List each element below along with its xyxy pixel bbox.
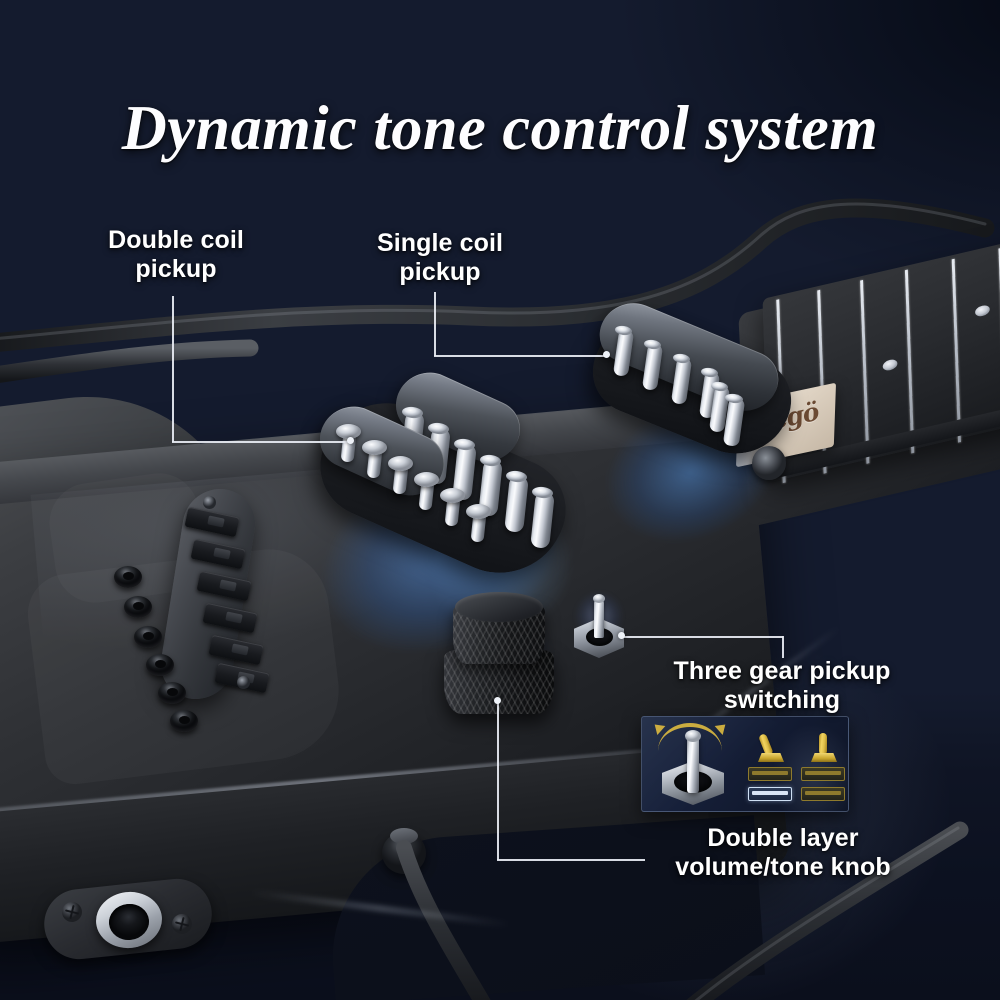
diagram-toggle-tip [685,730,701,742]
bridge-screw [203,496,216,509]
endpin-jack-cap [390,828,418,844]
position-2-neck-pickup-bar [801,767,845,781]
fretboard-inlay-dot [882,358,898,372]
leader-double-coil-vertical [172,296,174,442]
diagram-rotation-arrow-icon [658,723,722,751]
position-1-switch-icon [754,733,786,762]
pickup-selector-switch[interactable] [594,598,604,638]
page-title: Dynamic tone control system [121,93,879,163]
fret [951,258,962,443]
position-2-bridge-pickup-bar [801,787,845,801]
leader-knob-horizontal [497,859,645,861]
fret [904,269,915,454]
position-1-neck-pickup-bar [748,767,792,781]
diagram-toggle-lever [687,735,699,793]
cable-lower [0,821,1000,1000]
leader-endpoint-three-gear [618,632,625,639]
leader-endpoint-double-coil [347,437,354,444]
switch-position-1 [746,733,794,805]
leader-three-gear-horizontal [621,636,783,638]
leader-endpoint-single-coil [603,351,610,358]
guitar-string-cable-upper [0,180,1000,400]
switch-position-2 [799,733,847,805]
leader-endpoint-knob [494,697,501,704]
leader-double-coil-horizontal [172,441,350,443]
leader-three-gear-vertical [782,636,784,658]
bridge-screw [237,676,250,689]
callout-label-double-layer-knob: Double layer volume/tone knob [675,824,891,881]
callout-label-double-coil: Double coil pickup [108,226,244,283]
callout-label-single-coil: Single coil pickup [376,229,504,286]
position-2-switch-icon [807,733,839,762]
three-gear-switching-diagram-panel [641,716,849,812]
leader-knob-vertical [497,700,499,860]
fretboard-inlay-dot [974,304,990,318]
fret [860,279,870,464]
leader-single-coil-vertical [434,292,436,356]
pickup-selector-tip[interactable] [593,594,605,603]
callout-label-three-gear-switching: Three gear pickup switching [673,657,891,714]
knob-top-surface[interactable] [455,592,543,622]
single-coil-mount-screw [752,446,786,480]
position-1-bridge-pickup-bar [748,787,792,801]
leader-single-coil-horizontal [434,355,606,357]
